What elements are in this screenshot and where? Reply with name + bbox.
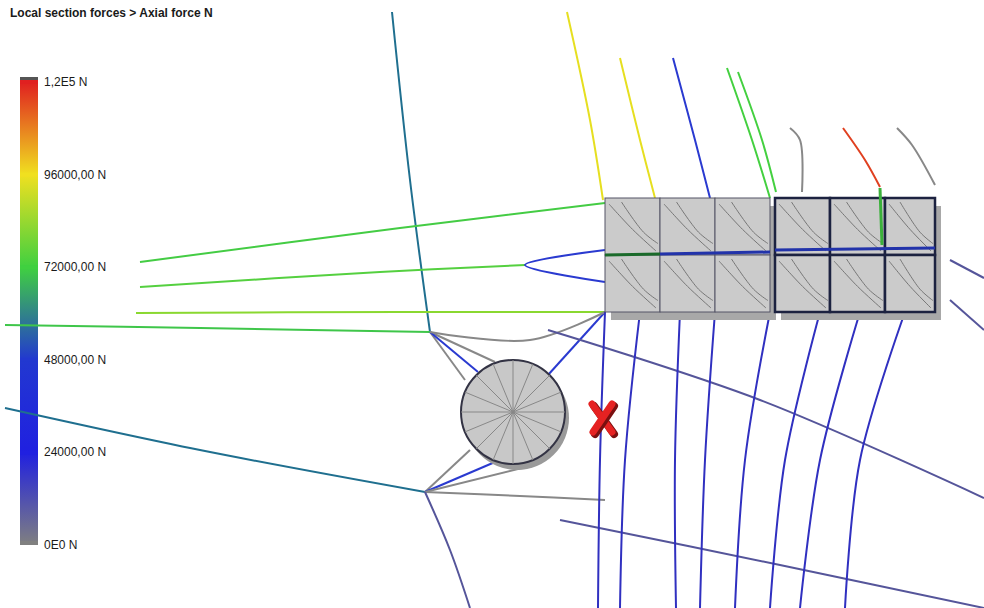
cell-line — [605, 254, 660, 255]
plot-title: Local section forces > Axial force N — [10, 6, 213, 20]
cross-mark — [592, 404, 614, 434]
cell-mesh — [889, 202, 933, 251]
legend-swatch — [20, 173, 38, 177]
cell-mesh — [834, 202, 883, 251]
force-line — [770, 312, 820, 608]
legend-swatch — [20, 80, 38, 84]
force-line — [620, 312, 640, 608]
pile-section — [461, 360, 569, 470]
bar-cap — [20, 77, 38, 83]
pile-circle — [461, 360, 565, 464]
force-line — [950, 260, 984, 278]
cell-square — [830, 198, 885, 255]
cell-mesh — [889, 259, 933, 308]
pile-spoke — [513, 412, 533, 460]
pile-spoke — [476, 412, 513, 449]
cell-square — [715, 198, 770, 255]
legend-label: 72000,00 N — [44, 260, 106, 274]
color-bar — [20, 82, 38, 545]
force-line — [548, 330, 984, 498]
pile-spoke — [513, 375, 550, 412]
pile-spoke — [513, 412, 550, 449]
force-line — [950, 300, 984, 330]
legend-swatch — [20, 541, 38, 545]
legend-label: 48000,00 N — [44, 353, 106, 367]
force-line — [620, 58, 655, 198]
pile-spoke — [513, 412, 565, 413]
force-line — [136, 312, 605, 313]
cell-square — [605, 255, 660, 312]
force-line — [425, 492, 470, 608]
cell-square — [660, 198, 715, 255]
cell-square — [830, 255, 885, 312]
cell-square — [775, 198, 830, 255]
pile-spoke — [513, 392, 561, 412]
cell-mesh — [779, 259, 828, 308]
force-line — [548, 312, 605, 375]
cell-mesh — [779, 202, 828, 251]
cell-grid — [605, 188, 941, 320]
cell-mesh — [719, 202, 768, 251]
force-line — [5, 325, 430, 332]
force-line — [738, 72, 776, 192]
legend-label: 96000,00 N — [44, 168, 106, 182]
force-line — [425, 492, 605, 500]
force-line — [700, 312, 715, 608]
force-line — [525, 250, 605, 282]
cell-mesh — [834, 259, 883, 308]
cell-line — [775, 248, 935, 250]
cell-mesh — [664, 259, 713, 308]
force-line — [560, 520, 984, 608]
legend-label: 0E0 N — [44, 538, 77, 552]
legend-swatch — [20, 358, 38, 362]
pile-spoke — [513, 412, 514, 464]
pile-spoke — [513, 360, 514, 412]
force-line — [567, 12, 603, 200]
legend-swatch — [20, 450, 38, 454]
force-line — [430, 312, 605, 341]
cell-mesh — [719, 259, 768, 308]
force-line — [845, 312, 905, 608]
force-line — [735, 312, 770, 608]
force-line — [392, 12, 430, 332]
cell-square — [885, 255, 935, 312]
pile-spoke — [461, 412, 513, 413]
force-line — [800, 312, 860, 608]
cell-square — [605, 198, 660, 255]
legend-label: 24000,00 N — [44, 445, 106, 459]
cell-square — [715, 255, 770, 312]
force-line — [140, 265, 525, 287]
force-line — [727, 68, 770, 198]
force-line — [140, 203, 605, 262]
pile-spoke — [476, 375, 513, 412]
cell-mesh — [609, 202, 658, 251]
cell-square — [885, 198, 935, 255]
force-line — [675, 312, 680, 608]
force-line — [790, 128, 803, 192]
legend-label: 1,2E5 N — [44, 75, 87, 89]
cell-mesh — [609, 259, 658, 308]
force-line — [5, 408, 425, 492]
cell-square — [775, 255, 830, 312]
pile-spoke — [493, 364, 513, 412]
force-line — [897, 128, 935, 185]
force-line — [673, 58, 710, 198]
force-line — [598, 312, 605, 608]
legend-swatch — [20, 265, 38, 269]
pile-spoke — [465, 412, 513, 432]
cell-square — [660, 255, 715, 312]
cell-line — [880, 188, 882, 245]
cell-mesh — [664, 202, 713, 251]
force-lines — [5, 12, 984, 608]
cross-stroke — [593, 404, 612, 432]
force-line — [843, 128, 880, 187]
cell-line — [660, 252, 770, 254]
